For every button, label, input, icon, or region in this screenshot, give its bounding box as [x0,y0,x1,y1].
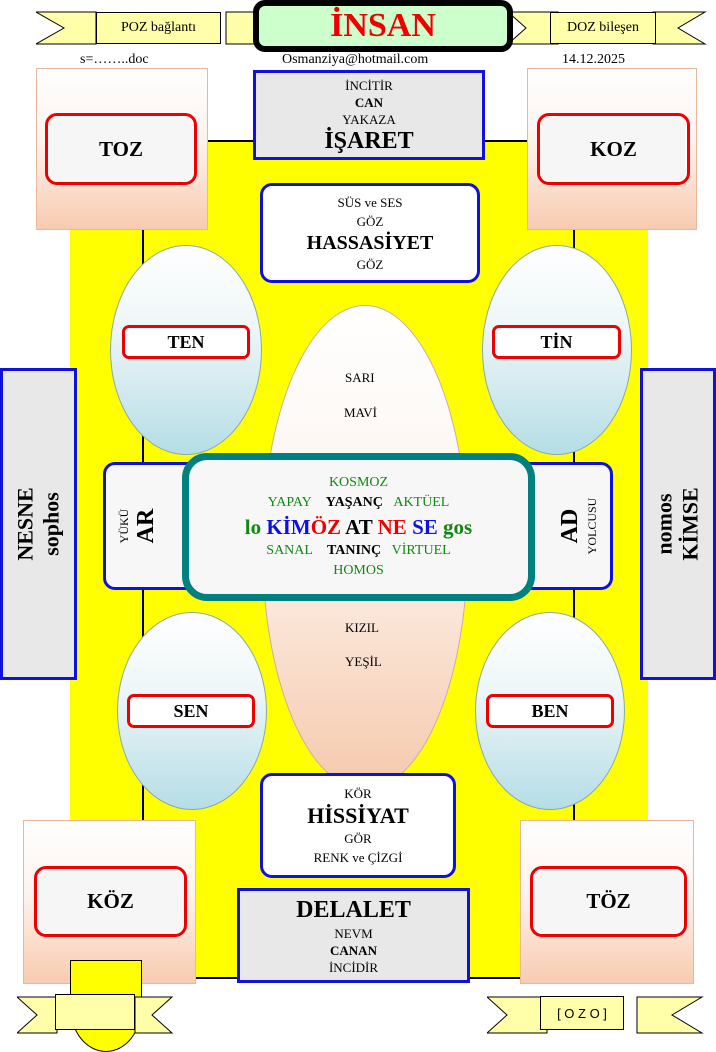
hissiyat-title: HİSSİYAT [307,803,409,828]
sen-label: SEN [127,694,255,728]
word-kim: KİM [266,515,311,539]
page-title: İNSAN [253,0,513,52]
ad-label: AD [557,508,583,544]
delalet-title: DELALET [296,897,411,923]
nesne-label: NESNE [12,487,38,561]
isaret-line3: YAKAZA [342,111,396,127]
kizil-label: KIZIL [345,620,379,635]
ribbon-bottom-left [17,996,174,1034]
mavi-label: MAVİ [344,405,377,420]
toz-box: TOZ [45,113,197,185]
homos: HOMOS [333,563,384,578]
file-name: s=……..doc [80,52,149,67]
word-lo: lo [244,515,262,539]
ten-label: TEN [122,325,250,359]
date: 14.12.2025 [562,52,625,67]
ar-label: AR [133,508,159,544]
yesil-label: YEŞİL [345,654,382,669]
yolcusu-label: YOLCUSU [585,497,599,555]
isaret-line1: İNCİTİR [345,77,393,93]
hassasiyet-box: SÜS ve SES GÖZ HASSASİYET GÖZ [260,183,480,283]
taninc: TANINÇ [326,543,382,558]
hissiyat-line3: RENK ve ÇİZGİ [313,850,403,865]
ribbon-bottom-right [487,996,704,1034]
delalet-box: DELALET NEVM CANAN İNCİDİR [237,888,470,983]
delalet-line1: NEVM [334,926,373,941]
hassasiyet-line3: GÖZ [356,256,384,272]
aktuel: AKTÜEL [393,495,450,510]
ben-label: BEN [486,694,614,728]
word-oz: ÖZ [310,515,342,539]
virtuel: VİRTUEL [391,543,451,558]
delalet-line3: İNCİDİR [328,960,379,975]
toz-bottom-box: TÖZ [530,866,687,937]
word-at: AT [345,515,373,539]
hassasiyet-line1: SÜS ve SES [337,194,403,210]
kimse-label: KİMSE [678,487,704,561]
hissiyat-line2: GÖR [344,831,372,846]
koz-bottom-box: KÖZ [34,866,187,937]
isaret-box: İNCİTİR CAN YAKAZA İŞARET [253,70,485,160]
word-gos: gos [443,515,473,539]
hassasiyet-title: HASSASİYET [306,231,434,254]
koz-box: KOZ [537,113,690,185]
word-se: SE [412,515,438,539]
nomos-label: nomos [652,493,678,555]
sophos-label: sophos [38,492,64,556]
doz-bilesen-label: DOZ bileşen [550,12,656,44]
isaret-title: İŞARET [324,127,414,154]
yapay: YAPAY [267,495,312,510]
ozo-label: [ O Z O ] [540,996,624,1030]
center-box: KOSMOZ YAPAY YAŞANÇ AKTÜEL lo KİMÖZ AT N… [182,453,535,601]
tin-label: TİN [492,325,621,359]
hissiyat-box: KÖR HİSSİYAT GÖR RENK ve ÇİZGİ [260,773,456,878]
email: Osmanziya@hotmail.com [282,52,429,67]
hassasiyet-line2: GÖZ [356,213,384,229]
bottom-left-label [55,994,135,1030]
delalet-line2: CANAN [330,943,377,958]
poz-baglanti-label: POZ bağlantı [96,12,221,44]
sari-label: SARI [345,370,375,385]
isaret-line2: CAN [354,94,384,110]
sanal: SANAL [266,543,313,558]
hissiyat-line1: KÖR [344,786,372,801]
word-ne: NE [377,515,407,539]
kosmoz: KOSMOZ [328,475,389,490]
yasanc: YAŞANÇ [325,495,383,510]
yuku-label: YÜKÜ [117,508,131,544]
